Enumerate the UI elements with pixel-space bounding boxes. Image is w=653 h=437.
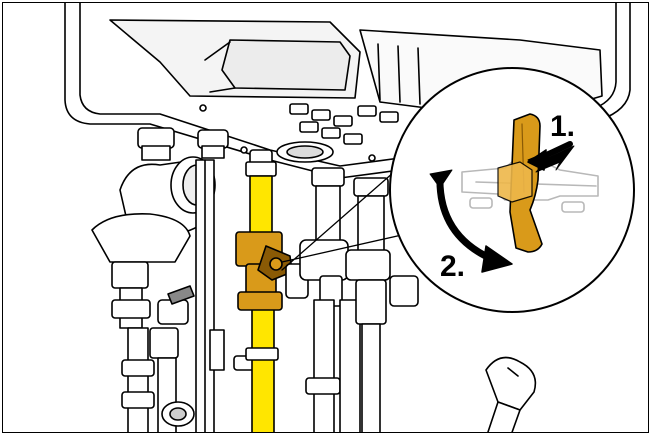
gas-valve	[235, 231, 309, 311]
right-pipe-assembly	[299, 167, 419, 432]
figure-border	[2, 2, 649, 433]
callout-connector	[281, 164, 416, 271]
step-2-label: 2.	[440, 250, 465, 283]
bottom-right-valve	[485, 356, 537, 432]
valve-handle	[497, 113, 543, 253]
callout-circle	[389, 67, 635, 313]
step-1-label: 1.	[550, 110, 575, 143]
arrow-1-icon	[527, 141, 575, 173]
arrow-2-icon	[429, 169, 513, 273]
left-pipe-assembly	[91, 127, 259, 432]
